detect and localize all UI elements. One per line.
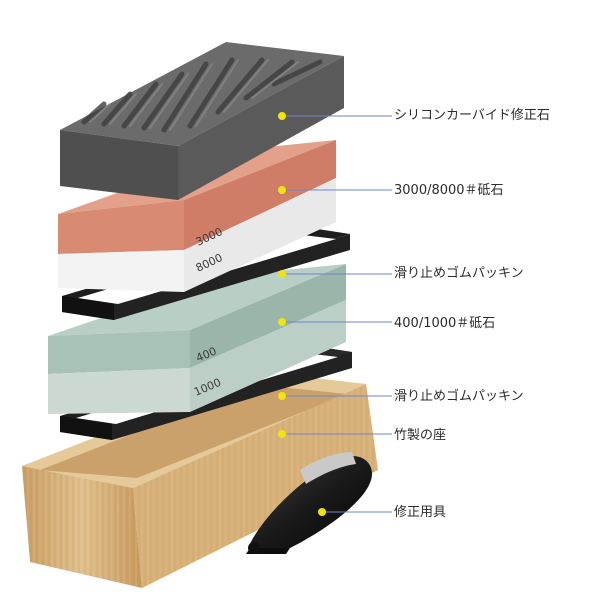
callout-nonslip-gasket-upper: 滑り止めゴムパッキン [394, 266, 524, 281]
leader-lines [282, 115, 392, 513]
callout-bamboo-base: 竹製の座 [394, 428, 447, 443]
callout-stone-400-1000: 400/1000＃砥石 [394, 316, 496, 331]
callout-nonslip-gasket-lower: 滑り止めゴムパッキン [394, 389, 524, 404]
angle-guide-shape [246, 452, 372, 554]
bamboo-base-shape [22, 372, 378, 588]
callout-angle-guide: 修正用具 [394, 505, 447, 520]
callout-stone-3000-8000: 3000/8000＃砥石 [394, 183, 504, 198]
callout-silicon-carbide-stone: シリコンカーバイド修正石 [394, 108, 550, 123]
silicon-carbide-shape [60, 42, 344, 200]
lower-stone-shape: 400 1000 [48, 264, 346, 414]
marker-dots [278, 112, 326, 516]
